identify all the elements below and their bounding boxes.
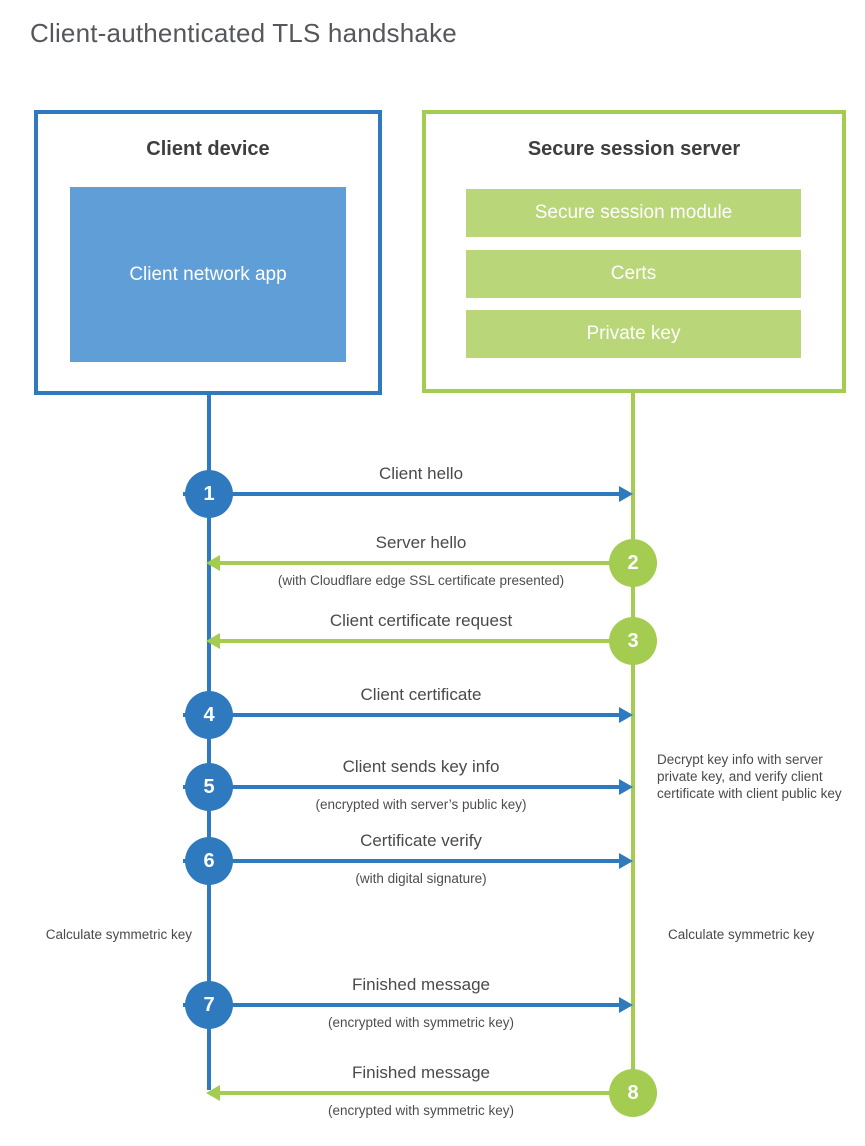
step-8-arrowhead-left-icon <box>206 1085 220 1101</box>
step-2-arrow-line <box>220 561 657 565</box>
step-7-label: Finished message <box>352 975 490 994</box>
step-3-circle: 3 <box>609 617 657 665</box>
secure-session-server-title: Secure session server <box>527 138 741 160</box>
page-title: Client-authenticated TLS handshake <box>30 18 457 48</box>
server-module-private-key: Private key <box>466 310 801 358</box>
step-8-label: Finished message <box>352 1063 490 1082</box>
step-3-arrow-line <box>220 639 657 643</box>
client-lifeline <box>207 394 211 1090</box>
step-5-arrowhead-right-icon <box>619 779 633 795</box>
step-2-arrowhead-left-icon <box>206 555 220 571</box>
client-calculate-symmetric-key-note: Calculate symmetric key <box>45 927 192 942</box>
step-6-label: Certificate verify <box>360 831 482 850</box>
step-5-label: Client sends key info <box>342 757 500 776</box>
step-8-circle: 8 <box>609 1069 657 1117</box>
step-3-label: Client certificate request <box>329 611 513 630</box>
step-8-subtext: (encrypted with symmetric key) <box>327 1103 515 1118</box>
step-5-circle: 5 <box>185 763 233 811</box>
step-2-subtext: (with Cloudflare edge SSL certificate pr… <box>277 573 565 588</box>
step-1-label: Client hello <box>378 464 464 483</box>
step-4-arrow-line <box>183 713 619 717</box>
step-2-circle: 2 <box>609 539 657 587</box>
client-network-app-box: Client network app <box>70 187 346 362</box>
step-7-circle: 7 <box>185 981 233 1029</box>
step-6-circle: 6 <box>185 837 233 885</box>
client-device-title: Client device <box>146 138 270 160</box>
step-6-arrow-line <box>183 859 619 863</box>
step-7-subtext: (encrypted with symmetric key) <box>327 1015 515 1030</box>
server-calculate-symmetric-key-note: Calculate symmetric key <box>668 927 815 942</box>
step-4-label: Client certificate <box>360 685 482 704</box>
step-3-arrowhead-left-icon <box>206 633 220 649</box>
server-module-certs: Certs <box>466 250 801 298</box>
server-module-secure-session: Secure session module <box>466 189 801 237</box>
step-7-arrow-line <box>183 1003 619 1007</box>
server-decrypt-note: Decrypt key info with server private key… <box>657 752 842 801</box>
step-8-arrow-line <box>220 1091 657 1095</box>
client-network-app-label: Client network app <box>129 263 287 285</box>
step-1-arrowhead-right-icon <box>619 486 633 502</box>
step-1-arrow-line <box>183 492 619 496</box>
step-6-arrowhead-right-icon <box>619 853 633 869</box>
step-1-circle: 1 <box>185 470 233 518</box>
step-2-label: Server hello <box>375 533 467 552</box>
step-4-circle: 4 <box>185 691 233 739</box>
step-7-arrowhead-right-icon <box>619 997 633 1013</box>
step-5-subtext: (encrypted with server’s public key) <box>315 797 527 812</box>
step-5-arrow-line <box>183 785 619 789</box>
step-6-subtext: (with digital signature) <box>355 871 487 886</box>
server-lifeline <box>631 392 635 1095</box>
step-4-arrowhead-right-icon <box>619 707 633 723</box>
